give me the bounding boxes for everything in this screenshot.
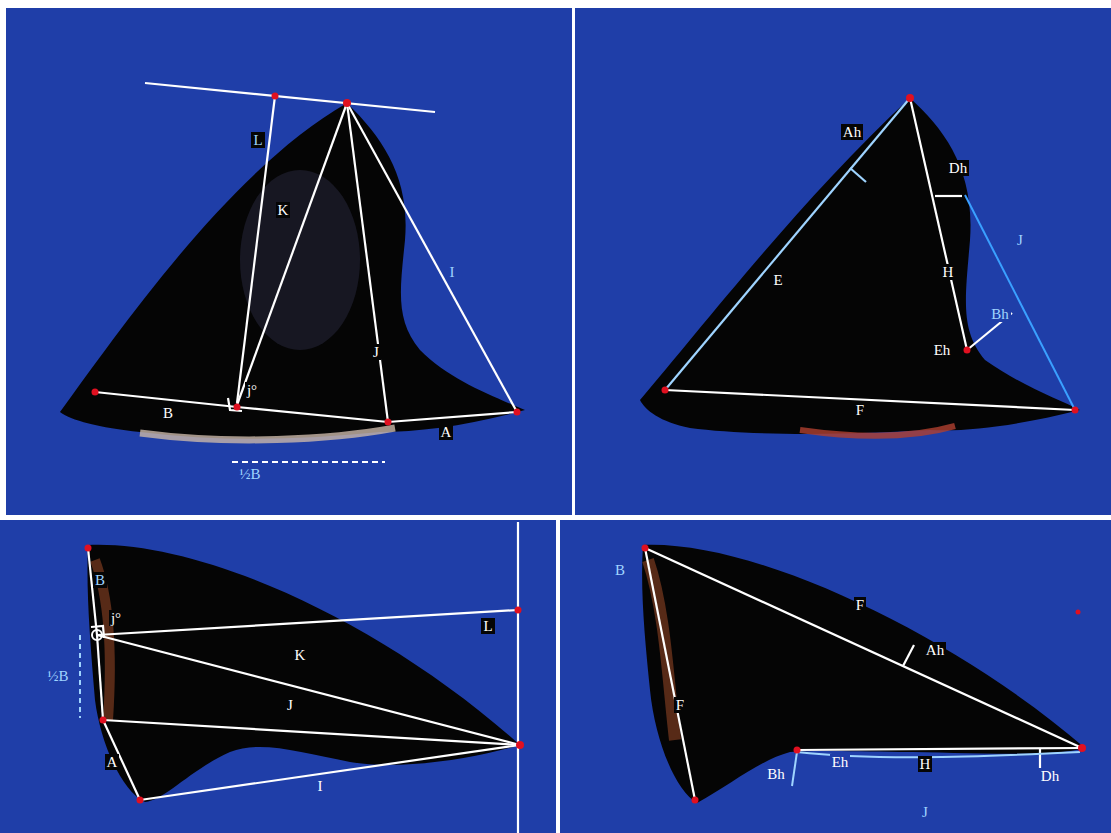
measurement-label: J — [285, 697, 295, 713]
measurement-label: F — [674, 697, 686, 713]
measurement-label: Dh — [947, 160, 969, 176]
measurement-label: J — [371, 344, 381, 360]
measurement-label: Eh — [830, 754, 851, 770]
measurement-label: E — [771, 272, 784, 288]
measurement-label: Eh — [932, 342, 953, 358]
measurement-label: B — [613, 562, 627, 578]
measurement-label: L — [481, 618, 494, 634]
measurement-label: B — [93, 572, 107, 588]
measurement-label: A — [105, 754, 120, 770]
measurement-label: Dh — [1039, 768, 1061, 784]
measurement-label: K — [293, 647, 308, 663]
measurement-label: L — [251, 132, 264, 148]
measurement-label: F — [854, 402, 866, 418]
measurement-label: J — [1015, 232, 1025, 248]
measurement-label: I — [448, 264, 457, 280]
measurement-label: j° — [109, 610, 123, 626]
measurement-label: Bh — [765, 766, 787, 782]
measurement-label: H — [918, 756, 933, 772]
measurement-label: H — [941, 264, 956, 280]
measurement-label: A — [439, 424, 454, 440]
measurement-label: Ah — [841, 124, 863, 140]
measurement-label: K — [276, 202, 291, 218]
measurement-label: ½B — [45, 668, 70, 684]
measurement-label: Ah — [924, 642, 946, 658]
measurement-label: B — [161, 405, 175, 421]
measurement-label: I — [316, 778, 325, 794]
measurement-label: j° — [245, 382, 259, 398]
measurement-label: ½B — [237, 466, 262, 482]
measurement-label: Bh — [989, 306, 1011, 322]
measurement-label: F — [854, 597, 866, 613]
measurement-label: J — [920, 804, 930, 820]
